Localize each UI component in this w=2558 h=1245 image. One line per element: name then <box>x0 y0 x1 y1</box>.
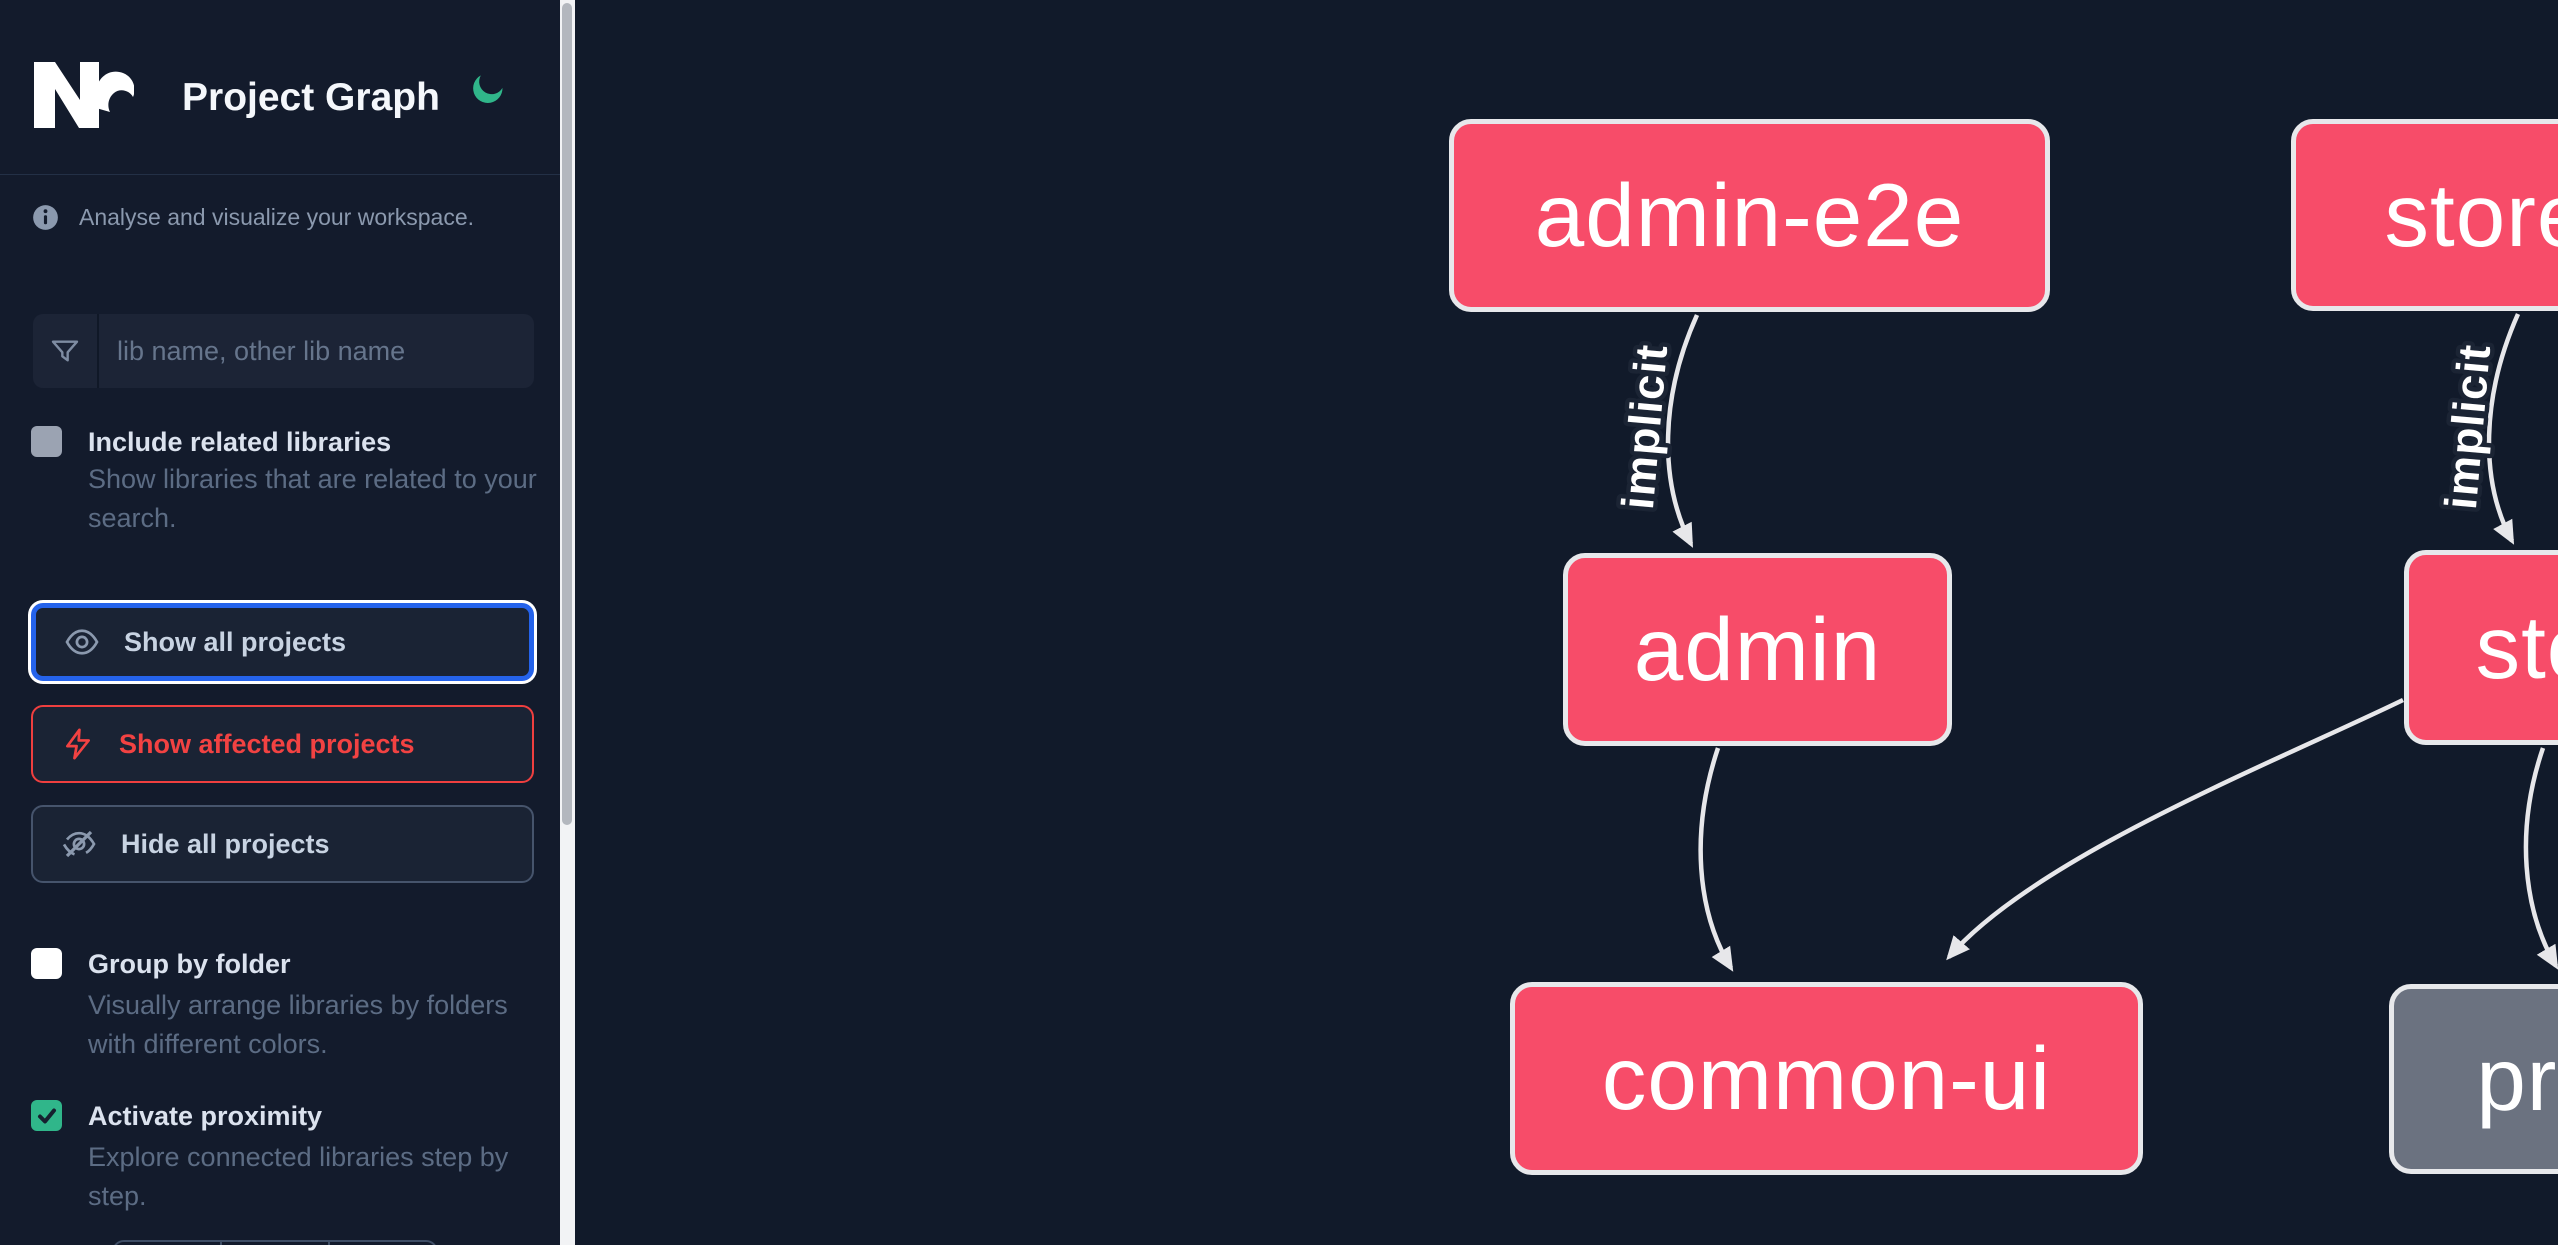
edge-store-common-ui <box>1946 697 2404 961</box>
include-related-row: Include related libraries Show libraries… <box>31 426 537 546</box>
show-all-projects-label: Show all projects <box>124 626 347 657</box>
group-by-folder-label[interactable]: Group by folder <box>88 949 291 979</box>
sidebar-header: Project Graph <box>0 0 560 175</box>
workspace-tagline: Analyse and visualize your workspace. <box>79 204 475 230</box>
group-by-folder-row: Group by folder Visually arrange librari… <box>31 948 531 1078</box>
search-box <box>33 314 534 388</box>
graph-canvas[interactable]: implicit implicit admin-e2e store-e2e ad… <box>575 0 2558 1245</box>
edge-store-e2e-store <box>2486 313 2521 545</box>
node-label: products <box>2476 1028 2558 1129</box>
hide-all-projects-button[interactable]: Hide all projects <box>31 805 534 883</box>
page-title: Project Graph <box>182 76 440 119</box>
edge-store-products <box>2523 747 2558 970</box>
node-label: admin-e2e <box>1534 165 1965 265</box>
node-label: common-ui <box>1601 1028 2052 1128</box>
hide-all-projects-label: Hide all projects <box>121 828 330 859</box>
graph-node-store-e2e[interactable]: store-e2e <box>2291 119 2558 311</box>
edge-admin-common-ui <box>1698 747 1734 972</box>
sidebar-scrollbar-thumb[interactable] <box>562 3 572 825</box>
graph-node-admin[interactable]: admin <box>1563 553 1952 746</box>
eye-off-icon <box>61 826 97 862</box>
include-related-label[interactable]: Include related libraries <box>88 427 392 457</box>
sidebar-scrollbar-track[interactable] <box>560 0 575 1245</box>
node-label: store <box>2475 597 2558 697</box>
graph-node-common-ui[interactable]: common-ui <box>1510 982 2143 1175</box>
edge-admin-e2e-admin <box>1665 314 1700 548</box>
sidebar: Project Graph Analyse and visualize your… <box>0 0 560 1245</box>
group-by-folder-checkbox[interactable] <box>31 948 62 979</box>
info-icon <box>32 204 59 231</box>
bolt-icon <box>61 727 95 761</box>
workspace-tagline-row: Analyse and visualize your workspace. <box>32 204 474 231</box>
activate-proximity-checkbox[interactable] <box>31 1100 62 1131</box>
edge-label-implicit: implicit <box>1612 342 1677 511</box>
eye-icon <box>64 624 100 660</box>
graph-node-store[interactable]: store <box>2404 550 2558 745</box>
include-related-checkbox[interactable] <box>31 426 62 457</box>
show-all-projects-button[interactable]: Show all projects <box>31 603 534 681</box>
stepper-segment[interactable] <box>220 1242 328 1245</box>
include-related-description: Show libraries that are related to your … <box>88 464 537 533</box>
nx-logo <box>30 60 135 135</box>
graph-node-admin-e2e[interactable]: admin-e2e <box>1449 119 2050 312</box>
node-label: store-e2e <box>2384 164 2558 265</box>
activate-proximity-description: Explore connected libraries step by step… <box>88 1142 509 1211</box>
moon-icon <box>468 68 516 108</box>
check-icon <box>35 1104 59 1128</box>
group-by-folder-description: Visually arrange libraries by folders wi… <box>88 990 508 1059</box>
filter-icon <box>33 314 99 388</box>
node-label: admin <box>1633 599 1882 699</box>
edge-label-implicit: implicit <box>2435 342 2500 511</box>
graph-node-products[interactable]: products <box>2389 984 2558 1174</box>
search-input[interactable] <box>99 314 534 388</box>
stepper-segment[interactable] <box>328 1242 436 1245</box>
activate-proximity-label[interactable]: Activate proximity <box>88 1101 323 1131</box>
theme-toggle-button[interactable] <box>468 64 516 112</box>
show-affected-projects-label: Show affected projects <box>119 728 415 759</box>
activate-proximity-row: Activate proximity Explore connected lib… <box>31 1100 531 1230</box>
show-affected-projects-button[interactable]: Show affected projects <box>31 705 534 783</box>
proximity-stepper-partial[interactable] <box>112 1240 438 1245</box>
